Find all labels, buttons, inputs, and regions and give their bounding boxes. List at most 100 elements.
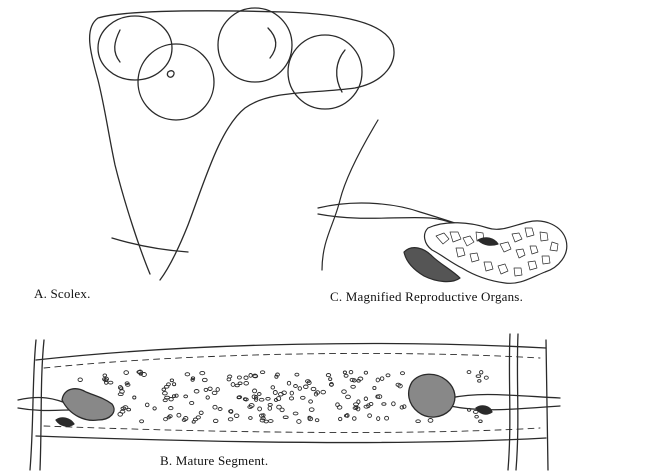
testis-dot xyxy=(234,414,239,418)
testis-dot xyxy=(268,420,273,423)
testis-dot xyxy=(228,418,233,421)
testis-dot xyxy=(249,417,253,420)
testis-dot xyxy=(124,371,129,375)
testis-dot xyxy=(315,419,319,422)
right-duct xyxy=(450,395,560,398)
testis-dot xyxy=(258,407,262,411)
testis-dot xyxy=(118,386,122,390)
sucker-right-bottom-slit xyxy=(337,50,345,92)
testis-dot xyxy=(184,395,188,398)
testis-dot xyxy=(297,420,301,424)
scolex-outline xyxy=(90,11,394,280)
testis-dot xyxy=(346,395,351,399)
testis-dot xyxy=(199,411,203,414)
scolex-drawing xyxy=(90,8,394,280)
segment-ovary-right xyxy=(409,374,455,417)
testis-dot xyxy=(416,420,421,423)
testis-dot xyxy=(177,413,181,417)
testis-dot xyxy=(337,406,342,410)
testis-dot xyxy=(218,408,222,411)
caption-scolex: A. Scolex. xyxy=(34,286,91,302)
testis-dot xyxy=(392,402,396,406)
testis-dot xyxy=(401,372,405,375)
testis-dot xyxy=(202,378,207,381)
right-duct-2 xyxy=(450,406,560,410)
segment-top-border xyxy=(36,344,546,360)
testis-dot xyxy=(249,374,252,378)
testis-dot xyxy=(268,406,272,410)
segment-bottom-border xyxy=(36,436,546,442)
testis-dot xyxy=(153,407,156,410)
testis-dot xyxy=(339,417,342,420)
testis-dot xyxy=(268,403,272,406)
testis-dot xyxy=(244,376,248,379)
testis-dot xyxy=(301,396,306,399)
testis-dot xyxy=(266,397,270,400)
segment-ovary-left xyxy=(62,389,114,421)
segment-gland-right xyxy=(476,406,492,414)
testis-dot xyxy=(321,390,326,394)
testis-dot xyxy=(213,405,217,409)
testis-dot xyxy=(351,385,356,388)
testis-dot xyxy=(283,416,288,419)
sucker-center xyxy=(138,44,214,120)
testis-dot xyxy=(194,390,199,394)
testis-dot xyxy=(309,408,314,412)
testis-dot xyxy=(484,376,488,379)
testis-dot xyxy=(428,419,433,423)
sucker-right-top-slit xyxy=(268,28,276,58)
testis-dot xyxy=(349,370,353,373)
testis-dot xyxy=(190,401,194,404)
testis-dot xyxy=(478,380,481,383)
segment-left-edge xyxy=(30,340,36,470)
testis-dot xyxy=(480,371,483,374)
sucker-left-slit xyxy=(115,30,120,62)
testis-dot xyxy=(287,381,290,385)
testis-dot xyxy=(169,407,173,410)
testis-dot xyxy=(326,374,330,377)
testis-dot xyxy=(476,375,481,378)
testis-dot xyxy=(258,393,262,396)
testis-dot xyxy=(343,371,346,374)
testis-dot xyxy=(216,388,219,392)
testis-dot xyxy=(475,415,479,418)
sucker-center-dot xyxy=(167,71,174,77)
testis-dot xyxy=(231,383,235,387)
testis-dot xyxy=(364,371,367,374)
testis-dot xyxy=(293,412,298,415)
testis-dot xyxy=(212,391,217,394)
testis-dot xyxy=(206,396,209,399)
testis-dot xyxy=(273,391,277,395)
testis-dot xyxy=(311,387,316,390)
testis-dot xyxy=(294,385,298,388)
testis-dot xyxy=(108,381,113,384)
testis-dot xyxy=(382,403,386,406)
segment-bottom-inner xyxy=(44,426,540,432)
segment-right-edge xyxy=(508,334,510,470)
testis-dot xyxy=(185,373,190,376)
testis-dot xyxy=(204,388,208,391)
sucker-right-bottom xyxy=(288,35,362,109)
testis-dot xyxy=(309,400,313,403)
testis-dot xyxy=(377,417,380,421)
testis-dot xyxy=(368,414,372,418)
testis-dot xyxy=(259,398,264,401)
testis-dot xyxy=(213,419,218,422)
testis-dot xyxy=(165,396,170,399)
testis-dot xyxy=(364,397,367,401)
testis-dot xyxy=(133,396,136,399)
left-duct-2 xyxy=(18,408,70,411)
sucker-right-top xyxy=(218,8,292,82)
testis-dot xyxy=(479,420,483,423)
testis-dot xyxy=(289,397,293,400)
testis-dot xyxy=(163,399,167,402)
testis-dot xyxy=(386,374,390,377)
testis-dot xyxy=(235,384,239,387)
testis-dot xyxy=(467,408,470,411)
testis-dot xyxy=(253,389,257,393)
testis-dot xyxy=(227,378,231,381)
testis-dot xyxy=(344,414,348,417)
testis-dot xyxy=(342,390,347,394)
testis-dot xyxy=(78,378,82,382)
